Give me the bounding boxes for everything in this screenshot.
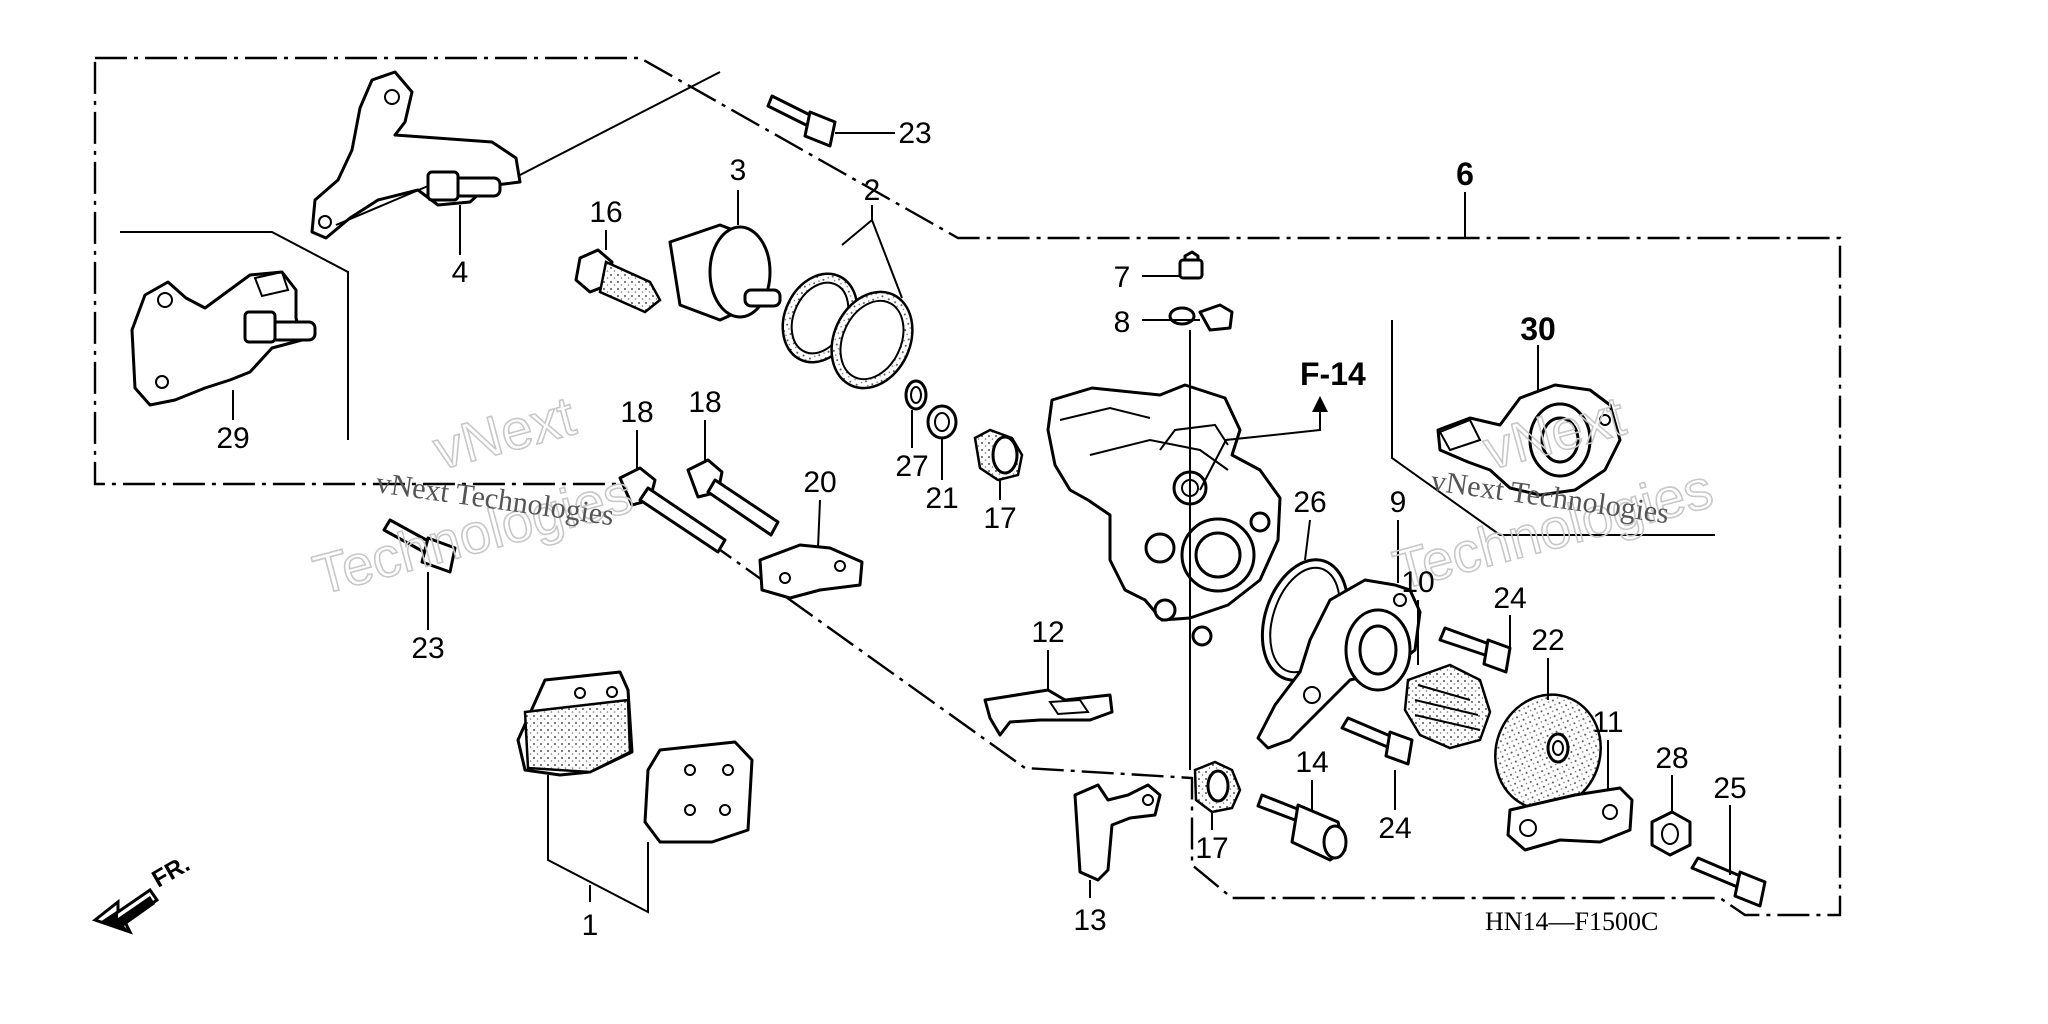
lever-assembly-30[interactable] — [1436, 383, 1622, 497]
callout-28: 28 — [1655, 742, 1688, 775]
callout-9: 9 — [1390, 486, 1407, 519]
front-arrow-icon — [91, 887, 160, 935]
callout-8: 8 — [1114, 306, 1131, 339]
group-outline-4 — [93, 56, 1842, 917]
bolt-25[interactable] — [1690, 856, 1767, 908]
callout-16: 16 — [589, 196, 622, 229]
callout-10: 10 — [1401, 566, 1434, 599]
leader-1 — [547, 775, 649, 914]
brake-pad-1-right[interactable] — [643, 740, 754, 844]
washer-27[interactable] — [904, 379, 928, 411]
boot-17-lower[interactable] — [1193, 760, 1242, 814]
callout-3: 3 — [730, 154, 747, 187]
caliper-body[interactable] — [1046, 383, 1282, 647]
bracket-13[interactable] — [1073, 783, 1162, 882]
leader-4b — [519, 71, 721, 176]
watermark-right: vNext Technologies vNext Technologies — [1386, 383, 1720, 603]
bleeder-7[interactable] — [1178, 250, 1204, 280]
svg-text:vNext: vNext — [427, 384, 582, 482]
callout-6: 6 — [1456, 156, 1474, 192]
spring-plate-20[interactable] — [758, 543, 864, 600]
seal-2[interactable] — [769, 262, 928, 402]
nut-28[interactable] — [1650, 810, 1692, 857]
group-outline-30 — [1391, 320, 1715, 536]
bracket-29[interactable] — [130, 270, 317, 407]
bolt-23-lower[interactable] — [382, 518, 457, 574]
boot-17-upper[interactable] — [973, 428, 1024, 482]
slide-pin-16[interactable] — [574, 248, 662, 314]
callout-7: 7 — [1114, 261, 1131, 294]
leader-26 — [1304, 519, 1311, 561]
callout-17-upper: 17 — [983, 502, 1016, 535]
plate-12[interactable] — [983, 688, 1114, 737]
callout-21: 21 — [925, 482, 958, 515]
callout-18-right: 18 — [688, 386, 721, 419]
piston-3[interactable] — [668, 223, 782, 322]
leader-20 — [817, 499, 821, 549]
bolt-24-lower[interactable] — [1340, 716, 1414, 766]
callout-1: 1 — [582, 909, 599, 942]
arm-11[interactable] — [1506, 786, 1634, 852]
callout-12: 12 — [1031, 616, 1064, 649]
ref-arrowhead — [1312, 396, 1328, 412]
callout-29: 29 — [216, 422, 249, 455]
banjo-8[interactable] — [1168, 303, 1234, 332]
callout-2: 2 — [864, 174, 881, 207]
callout-26: 26 — [1293, 486, 1326, 519]
callout-23-upper: 23 — [898, 117, 931, 150]
front-label: FR. — [148, 850, 195, 893]
callout-23-lower: 23 — [411, 632, 444, 665]
diagram-code: HN14—F1500C — [1485, 907, 1658, 936]
bolt-24-upper[interactable] — [1438, 626, 1512, 674]
callout-30: 30 — [1520, 311, 1556, 347]
callout-22: 22 — [1531, 624, 1564, 657]
callout-24-upper: 24 — [1493, 582, 1526, 615]
group-outline-29 — [120, 231, 349, 440]
callout-24-lower: 24 — [1378, 812, 1411, 845]
callout-14: 14 — [1295, 746, 1328, 779]
ref-label: F-14 — [1300, 356, 1366, 392]
callout-20: 20 — [803, 466, 836, 499]
spring-10[interactable] — [1403, 663, 1492, 750]
callout-18-left: 18 — [620, 396, 653, 429]
callout-27: 27 — [895, 450, 928, 483]
callout-11: 11 — [1592, 706, 1623, 739]
callout-25: 25 — [1713, 772, 1746, 805]
pin-18-right[interactable] — [686, 458, 780, 537]
bolt-23-upper[interactable] — [766, 94, 837, 148]
callout-13: 13 — [1073, 904, 1106, 937]
lever-9[interactable] — [1256, 578, 1422, 750]
pin-14[interactable] — [1256, 793, 1348, 862]
watermark-left: vNext Technologies vNext Technologies — [306, 383, 640, 608]
callout-17-lower: 17 — [1195, 832, 1228, 865]
callout-labels: 1 2 3 4 6 7 8 9 10 11 12 13 14 16 17 17 … — [216, 117, 1746, 942]
caliper-bracket-4[interactable] — [310, 70, 522, 240]
callout-4: 4 — [452, 256, 469, 289]
ref-arrow-line — [1199, 410, 1321, 491]
brake-pad-1-left[interactable] — [516, 670, 634, 777]
pin-18-left[interactable] — [618, 466, 727, 554]
washer-21[interactable] — [926, 404, 958, 440]
